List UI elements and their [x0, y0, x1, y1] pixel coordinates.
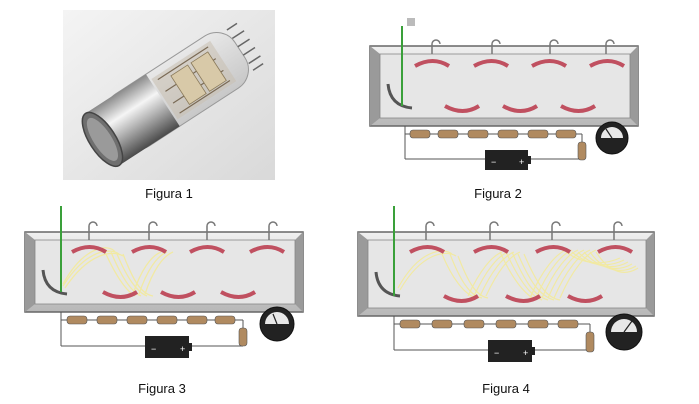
current-meter	[259, 306, 295, 342]
svg-text:+: +	[523, 348, 528, 358]
svg-text:+: +	[519, 157, 524, 167]
figure-3-caption: Figura 3	[138, 381, 186, 396]
pmt-diagram-electron-cascade: − +	[357, 206, 655, 362]
figure-4-caption: Figura 4	[482, 381, 530, 396]
pmt-diagram-photon-arrival: − +	[369, 18, 639, 170]
photocathode	[41, 269, 68, 296]
load-resistor	[238, 327, 248, 347]
source-marker	[407, 18, 415, 26]
dynodes	[71, 245, 286, 299]
dynodes	[409, 245, 634, 303]
figure-1-panel	[63, 10, 275, 180]
figure-1-caption: Figura 1	[145, 186, 193, 201]
svg-text:−: −	[151, 344, 156, 354]
top-dynode-leads	[88, 221, 278, 240]
tube-base-pins	[226, 22, 264, 71]
figure-3-panel: − +	[15, 204, 310, 372]
battery: − +	[488, 340, 535, 362]
current-meter	[595, 121, 629, 155]
current-meter	[605, 313, 643, 351]
load-resistor	[585, 331, 595, 353]
figure-2-caption: Figura 2	[474, 186, 522, 201]
svg-text:−: −	[491, 157, 496, 167]
top-dynode-leads	[425, 221, 623, 240]
wiring	[60, 312, 244, 347]
load-resistor	[577, 141, 587, 161]
figure-2-panel: − +	[350, 14, 645, 182]
photocathode	[386, 83, 413, 110]
top-dynode-leads	[431, 39, 615, 54]
battery: − +	[485, 150, 531, 170]
resistor-chain	[66, 315, 236, 325]
dynodes	[414, 59, 626, 113]
photocathode	[374, 271, 401, 298]
svg-text:+: +	[180, 344, 185, 354]
resistor-chain	[399, 319, 579, 329]
battery: − +	[145, 336, 192, 358]
resistor-chain	[409, 129, 577, 139]
figure-4-panel: − +	[352, 204, 660, 380]
pmt-diagram-first-multiplication: − +	[24, 206, 304, 358]
photomultiplier-tube-photo	[63, 10, 275, 180]
svg-text:−: −	[494, 348, 499, 358]
